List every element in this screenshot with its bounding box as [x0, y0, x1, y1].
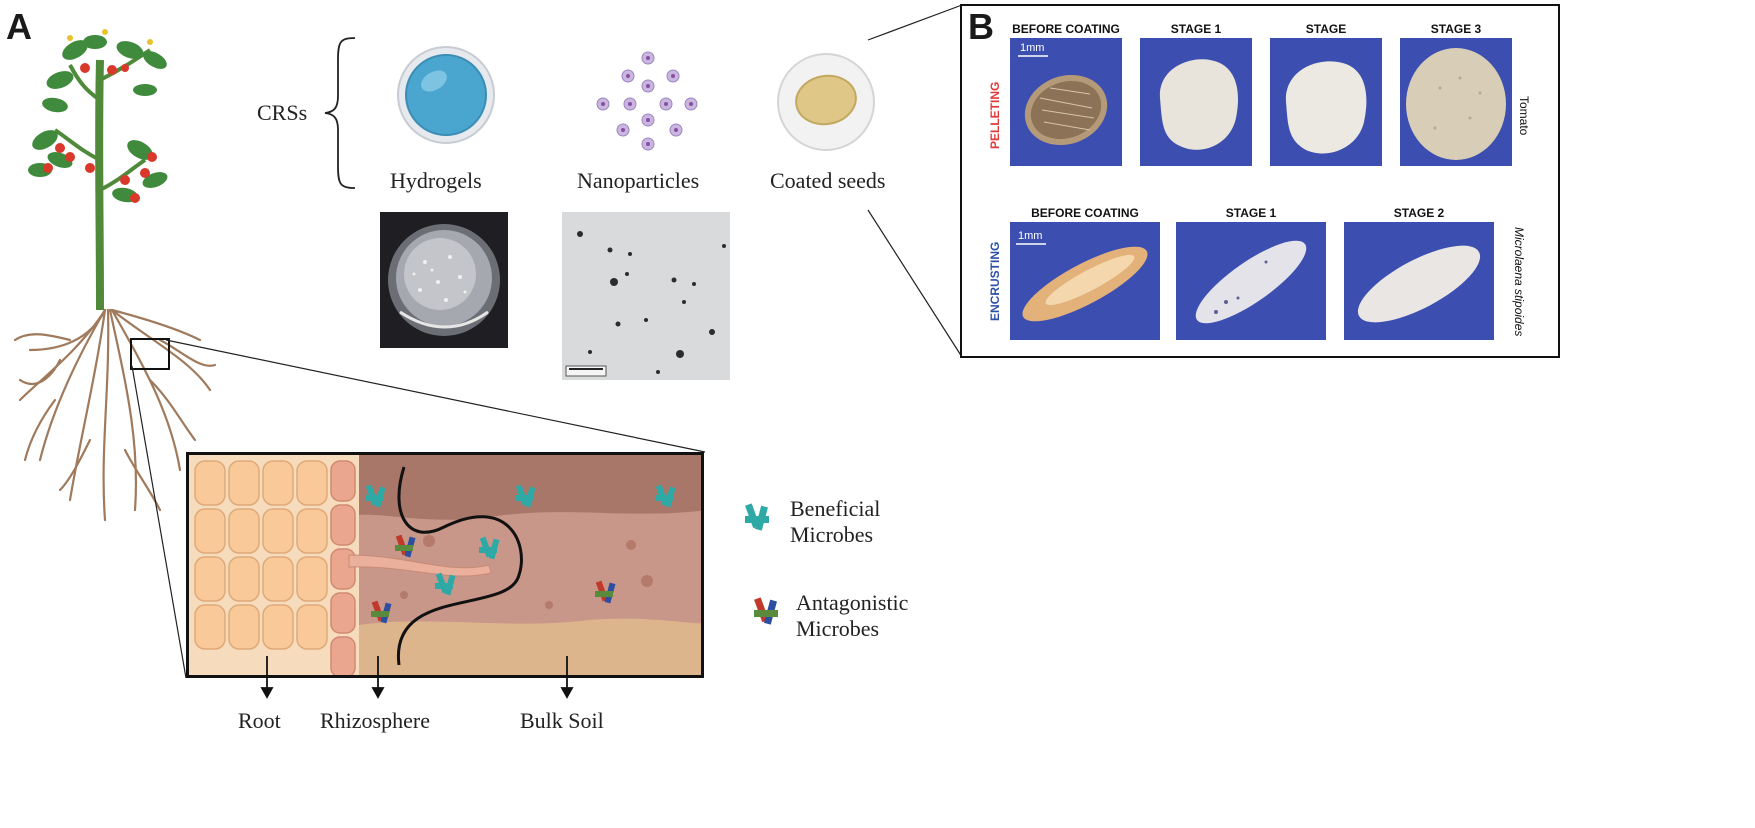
encrusting-col-stage1: STAGE 1 — [1225, 206, 1277, 220]
panel-b-letter: B — [968, 6, 994, 47]
tomato-plant-illustration — [13, 29, 217, 522]
pelleting-scale-label: 1mm — [1020, 42, 1045, 54]
encrusting-before-image: 1mm — [1010, 222, 1160, 340]
rhizosphere-diagram — [186, 452, 704, 678]
antagonistic-microbes-icon — [754, 597, 778, 625]
coated-seeds-label: Coated seeds — [770, 168, 886, 193]
zone-label-rhizosphere: Rhizosphere — [320, 708, 430, 733]
pelleting-col-stage2: STAGE — [1305, 22, 1347, 36]
pelleting-before-image: 1mm — [1010, 38, 1122, 166]
zone-label-bulk-soil: Bulk Soil — [520, 708, 604, 733]
beneficial-microbes-icon — [745, 503, 769, 531]
encrusting-stage1-image — [1176, 222, 1326, 340]
antagonistic-microbe-group — [371, 534, 616, 624]
legend-antagonistic-line1: Antagonistic — [796, 590, 909, 615]
pelleting-col-before: BEFORE COATING — [1012, 22, 1120, 36]
hydrogel-icon — [397, 46, 495, 144]
nanoparticle-tem-photo — [562, 212, 730, 380]
zone-label-root: Root — [238, 708, 281, 733]
beneficial-microbe-group — [365, 484, 676, 596]
nanoparticles-icon — [596, 51, 698, 151]
crs-label: CRSs — [257, 100, 308, 125]
microlaena-side-label: Microlaena stipoides — [1512, 227, 1526, 337]
tomato-side-label: Tomato — [1517, 96, 1531, 136]
pelleting-row-label: PELLETING — [988, 81, 1002, 149]
hydrogel-photo — [380, 212, 508, 348]
panel-a-letter: A — [6, 6, 32, 47]
legend-antagonistic-line2: Microbes — [796, 616, 880, 641]
encrusting-scale-label: 1mm — [1018, 230, 1043, 242]
encrusting-col-stage2: STAGE 2 — [1393, 206, 1445, 220]
pelleting-col-stage1: STAGE 1 — [1170, 22, 1222, 36]
hydrogels-label: Hydrogels — [390, 168, 482, 193]
encrusting-stage2-image — [1344, 222, 1494, 340]
root-zoom-marker — [130, 338, 170, 370]
encrusting-row-label: ENCRUSTING — [988, 241, 1002, 321]
pelleting-stage1-image — [1140, 38, 1252, 166]
pelleting-stage2-image — [1270, 38, 1382, 166]
legend-beneficial-line1: Beneficial — [790, 496, 881, 521]
pelleting-stage3-image — [1400, 38, 1512, 166]
encrusting-col-before: BEFORE COATING — [1031, 206, 1139, 220]
nanoparticles-label: Nanoparticles — [577, 168, 700, 193]
coated-seed-icon — [777, 53, 875, 151]
pelleting-col-stage3: STAGE 3 — [1430, 22, 1482, 36]
legend-beneficial-line2: Microbes — [790, 522, 874, 547]
